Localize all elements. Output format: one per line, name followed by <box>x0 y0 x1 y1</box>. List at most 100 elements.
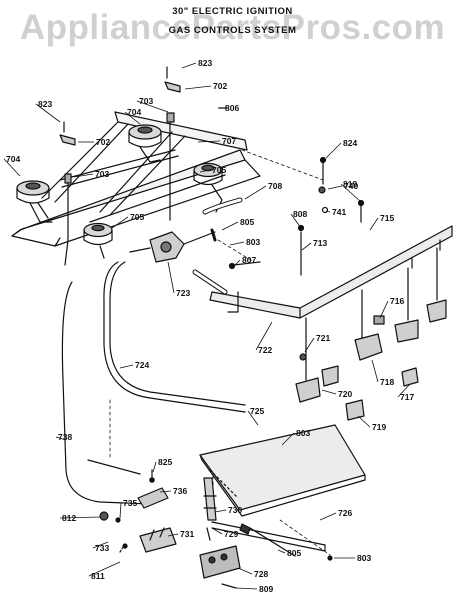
callout-leader-811 <box>88 561 121 577</box>
part-number-738: 738 <box>58 432 72 442</box>
part-number-823: 823 <box>38 99 52 109</box>
part-number-812: 812 <box>62 513 76 523</box>
spark-module <box>199 545 241 589</box>
part-number-809: 809 <box>259 584 273 594</box>
part-number-808: 808 <box>293 209 307 219</box>
callout-leader-705 <box>111 216 129 229</box>
diagram-title-line-2: GAS CONTROLS SYSTEM <box>168 25 297 36</box>
callout-lines <box>3 62 411 590</box>
callout-leader-725 <box>247 410 259 426</box>
burner-front <box>83 222 113 259</box>
watermark-text: AppliancePartsPros.com <box>19 8 446 47</box>
callout-leader-722 <box>255 321 273 351</box>
burner-center-rear <box>128 124 162 163</box>
callout-leader-805 <box>221 221 239 231</box>
callout-leader-726 <box>319 512 337 521</box>
burner-valves <box>295 247 447 421</box>
part-number-713: 713 <box>313 238 327 248</box>
callout-leader-738 <box>55 436 67 441</box>
part-number-721: 721 <box>316 333 330 343</box>
callout-leader-824 <box>325 142 342 159</box>
burner-plate <box>199 424 366 517</box>
callout-leader-703 <box>73 173 94 178</box>
part-number-819: 819 <box>343 179 357 189</box>
callout-leader-720 <box>321 389 337 395</box>
burner-left-rear <box>16 180 53 223</box>
callout-leader-803 <box>229 241 245 246</box>
part-number-803: 803 <box>296 428 310 438</box>
mounting-clips <box>59 66 228 146</box>
callout-leader-717 <box>397 383 411 398</box>
callout-leader-702 <box>184 85 212 90</box>
part-number-704: 704 <box>6 154 20 164</box>
callout-leader-704 <box>3 158 21 177</box>
callout-leader-703 <box>136 100 169 113</box>
valve-bracket <box>203 477 217 521</box>
part-number-824: 824 <box>343 138 357 148</box>
callout-leader-707 <box>197 140 221 143</box>
igniter-rod <box>211 521 333 561</box>
callout-leader-823 <box>35 103 61 123</box>
callout-leader-807 <box>234 259 241 266</box>
callout-leader-723 <box>167 261 175 294</box>
callout-leader-718 <box>371 359 379 383</box>
callout-leader-729 <box>211 527 223 535</box>
callout-leader-825 <box>152 461 157 473</box>
callout-leader-704 <box>124 111 141 125</box>
part-number-741: 741 <box>332 207 346 217</box>
ignition-bracket <box>87 459 169 509</box>
part-number-725: 725 <box>250 406 264 416</box>
igniter-lead-wire <box>61 281 151 505</box>
supply-pipe <box>103 261 246 413</box>
part-number-740: 740 <box>344 181 358 191</box>
part-number-702: 702 <box>96 137 110 147</box>
lower-fasteners <box>99 511 211 553</box>
part-number-722: 722 <box>258 345 272 355</box>
part-number-805: 805 <box>287 548 301 558</box>
callout-leader-812 <box>59 516 101 519</box>
callout-leader-823 <box>181 62 197 69</box>
part-number-705: 705 <box>212 165 226 175</box>
part-number-720: 720 <box>338 389 352 399</box>
part-number-705: 705 <box>130 212 144 222</box>
part-number-736: 736 <box>173 486 187 496</box>
part-number-703: 703 <box>95 169 109 179</box>
callout-leader-716 <box>379 300 389 319</box>
part-number-803: 803 <box>357 553 371 563</box>
callout-leader-809 <box>235 587 258 590</box>
part-number-811: 811 <box>91 571 105 581</box>
callout-leader-808 <box>290 213 302 229</box>
callout-leader-719 <box>357 415 371 428</box>
part-number-723: 723 <box>176 288 190 298</box>
part-number-807: 807 <box>242 255 256 265</box>
ignition-switch <box>139 527 177 553</box>
callout-leader-708 <box>244 185 267 200</box>
part-number-718: 718 <box>380 377 394 387</box>
part-number-717: 717 <box>400 392 414 402</box>
part-number-719: 719 <box>372 422 386 432</box>
part-number-729: 729 <box>224 529 238 539</box>
part-number-825: 825 <box>158 457 172 467</box>
callout-leader-731 <box>167 533 179 537</box>
part-number-703: 703 <box>139 96 153 106</box>
gas-valve-regulator <box>129 231 216 263</box>
callout-leader-805 <box>277 549 286 554</box>
part-number-726: 726 <box>338 508 352 518</box>
callout-leader-803 <box>281 432 295 446</box>
callout-leader-705 <box>199 169 211 173</box>
callout-leader-733 <box>92 541 109 549</box>
callout-leader-721 <box>304 337 315 353</box>
callout-leader-730 <box>214 509 227 513</box>
callout-leader-715 <box>369 217 379 231</box>
part-number-715: 715 <box>380 213 394 223</box>
burner-frame <box>11 111 261 247</box>
part-number-704: 704 <box>127 107 141 117</box>
diagram-title-line-1: 30" ELECTRIC IGNITION <box>172 6 293 17</box>
part-number-724: 724 <box>135 360 149 370</box>
callout-leader-736 <box>159 490 172 493</box>
part-number-823: 823 <box>198 58 212 68</box>
part-number-708: 708 <box>268 181 282 191</box>
callout-leader-713 <box>301 242 312 251</box>
